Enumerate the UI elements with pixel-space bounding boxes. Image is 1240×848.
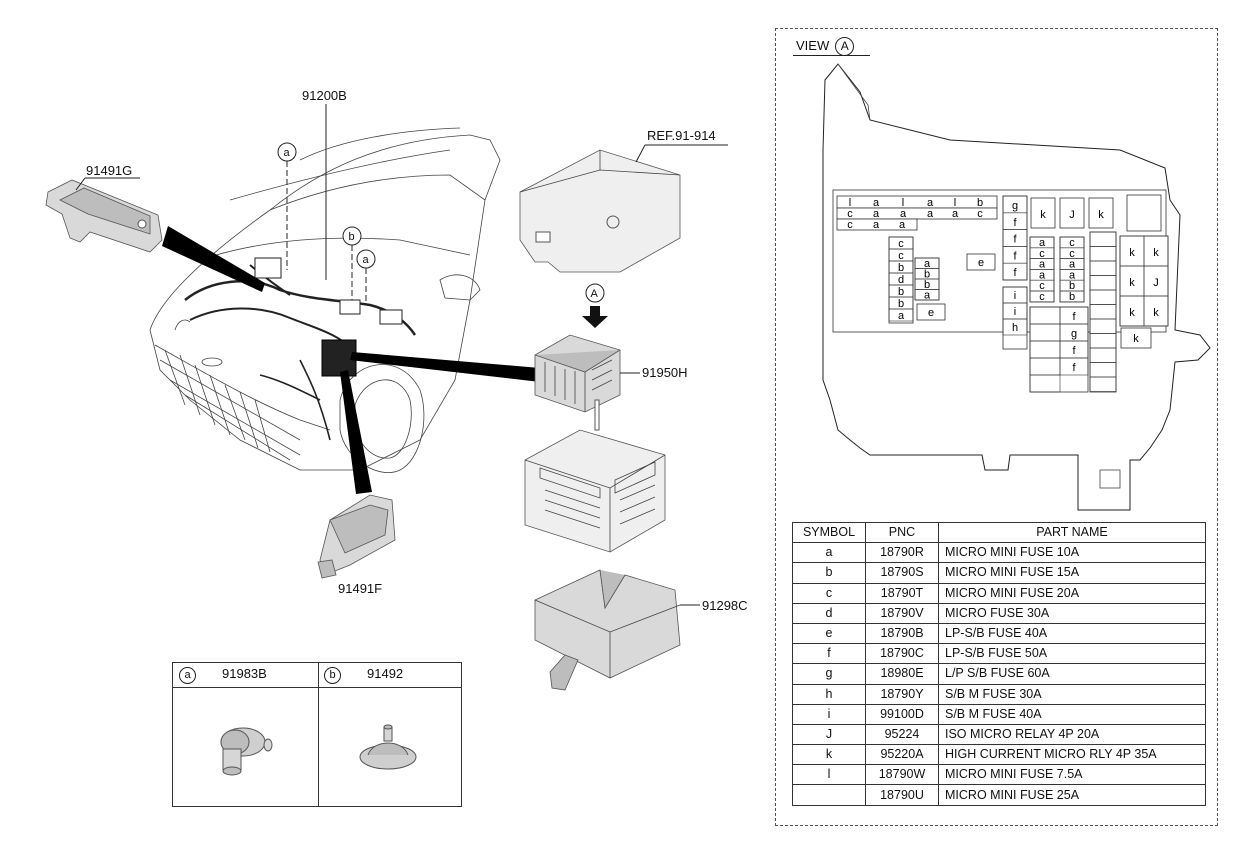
lower-tray-91298c bbox=[534, 569, 681, 691]
bracket-91491f bbox=[317, 494, 396, 579]
cell-name: ISO MICRO RELAY 4P 20A bbox=[938, 723, 1206, 746]
cell-name: MICRO MINI FUSE 10A bbox=[938, 542, 1206, 564]
pointer-wedge-right bbox=[350, 352, 540, 382]
callout-b: b bbox=[349, 231, 355, 243]
cell-symbol: h bbox=[792, 683, 866, 705]
cell-symbol: f bbox=[792, 643, 866, 665]
label-91950h: 91950H bbox=[642, 365, 688, 380]
cell-pnc: 18790W bbox=[865, 764, 939, 786]
view-title-underline bbox=[793, 55, 870, 56]
parts-table-header: SYMBOL PNC PART NAME bbox=[792, 521, 1206, 544]
cell-pnc: 18980E bbox=[865, 663, 939, 685]
detail-parts-table: a 91983B b 91492 bbox=[172, 662, 462, 807]
cell-pnc: 18790C bbox=[865, 643, 939, 665]
cell-pnc: 18790T bbox=[865, 582, 939, 604]
label-91298c: 91298C bbox=[702, 598, 748, 613]
cell-symbol: k bbox=[792, 744, 866, 766]
detail-col-b: b 91492 bbox=[324, 666, 403, 684]
label-91200b: 91200B bbox=[302, 88, 347, 103]
view-title-text: VIEW bbox=[796, 38, 830, 53]
view-symbol: A bbox=[835, 37, 855, 56]
cell-name: LP-S/B FUSE 40A bbox=[938, 622, 1206, 645]
cell-symbol: d bbox=[792, 602, 866, 624]
cell-name: MICRO FUSE 30A bbox=[938, 602, 1206, 624]
cell-name: MICRO MINI FUSE 7.5A bbox=[938, 764, 1206, 786]
fuse-box-body bbox=[524, 399, 666, 553]
cell-pnc: 18790S bbox=[865, 562, 939, 584]
callout-a-right: a bbox=[363, 254, 370, 266]
arrow-down-icon bbox=[582, 306, 608, 328]
header-part-name: PART NAME bbox=[938, 521, 1206, 544]
cell-pnc: 99100D bbox=[865, 703, 939, 725]
cell-pnc: 18790U bbox=[865, 784, 939, 806]
cell-symbol: i bbox=[792, 703, 866, 725]
cell-symbol: c bbox=[792, 582, 866, 604]
header-symbol: SYMBOL bbox=[792, 521, 866, 544]
cell-symbol: e bbox=[792, 622, 866, 645]
cell-name: MICRO MINI FUSE 25A bbox=[938, 784, 1206, 806]
car-illustration bbox=[149, 127, 501, 473]
cell-symbol: l bbox=[792, 764, 866, 786]
detail-parts-drawing bbox=[220, 724, 417, 776]
cell-pnc: 95224 bbox=[865, 723, 939, 746]
grommet-91492 bbox=[359, 724, 417, 770]
cell-name: S/B M FUSE 30A bbox=[938, 683, 1206, 705]
cell-name: LP-S/B FUSE 50A bbox=[938, 643, 1206, 665]
bracket-91491g bbox=[45, 179, 163, 253]
cell-name: S/B M FUSE 40A bbox=[938, 703, 1206, 725]
label-91491f: 91491F bbox=[338, 581, 382, 596]
cell-pnc: 18790V bbox=[865, 602, 939, 624]
cell-symbol: b bbox=[792, 562, 866, 584]
view-a-title: VIEW A bbox=[796, 37, 855, 56]
cell-pnc: 18790B bbox=[865, 622, 939, 645]
cell-symbol: g bbox=[792, 663, 866, 685]
pointer-wedge-lower bbox=[340, 370, 372, 494]
exploded-diagram: 91491G 91200B a b a REF.91-914 A 91950H bbox=[45, 88, 748, 691]
cell-symbol: J bbox=[792, 723, 866, 746]
label-ref-91-914: REF.91-914 bbox=[647, 128, 716, 143]
detail-part-91492: 91492 bbox=[367, 666, 404, 681]
cell-pnc: 95220A bbox=[865, 744, 939, 766]
detail-symbol-a: a bbox=[179, 667, 196, 684]
detail-part-91983b: 91983B bbox=[222, 666, 267, 681]
pointer-wedge-upper bbox=[162, 226, 265, 292]
detail-table-divider bbox=[318, 663, 319, 806]
cell-pnc: 18790Y bbox=[865, 683, 939, 705]
detail-symbol-b: b bbox=[324, 667, 341, 684]
callout-a-top: a bbox=[284, 147, 291, 159]
cell-symbol: a bbox=[792, 542, 866, 564]
arrow-a-label: A bbox=[591, 288, 599, 300]
cell-name: HIGH CURRENT MICRO RLY 4P 35A bbox=[938, 744, 1206, 766]
cell-name: MICRO MINI FUSE 20A bbox=[938, 582, 1206, 604]
view-a-panel bbox=[775, 28, 1218, 826]
detail-table-header bbox=[173, 663, 461, 688]
detail-col-a: a 91983B bbox=[179, 666, 267, 684]
cell-name: MICRO MINI FUSE 15A bbox=[938, 562, 1206, 584]
label-91491g: 91491G bbox=[86, 163, 132, 178]
cell-name: L/P S/B FUSE 60A bbox=[938, 663, 1206, 685]
grommet-91983b bbox=[220, 727, 273, 776]
cell-symbol bbox=[792, 784, 866, 806]
junction-block-91950h bbox=[534, 334, 621, 413]
fuse-box-cover bbox=[519, 149, 681, 273]
cell-pnc: 18790R bbox=[865, 542, 939, 564]
header-pnc: PNC bbox=[865, 521, 939, 544]
